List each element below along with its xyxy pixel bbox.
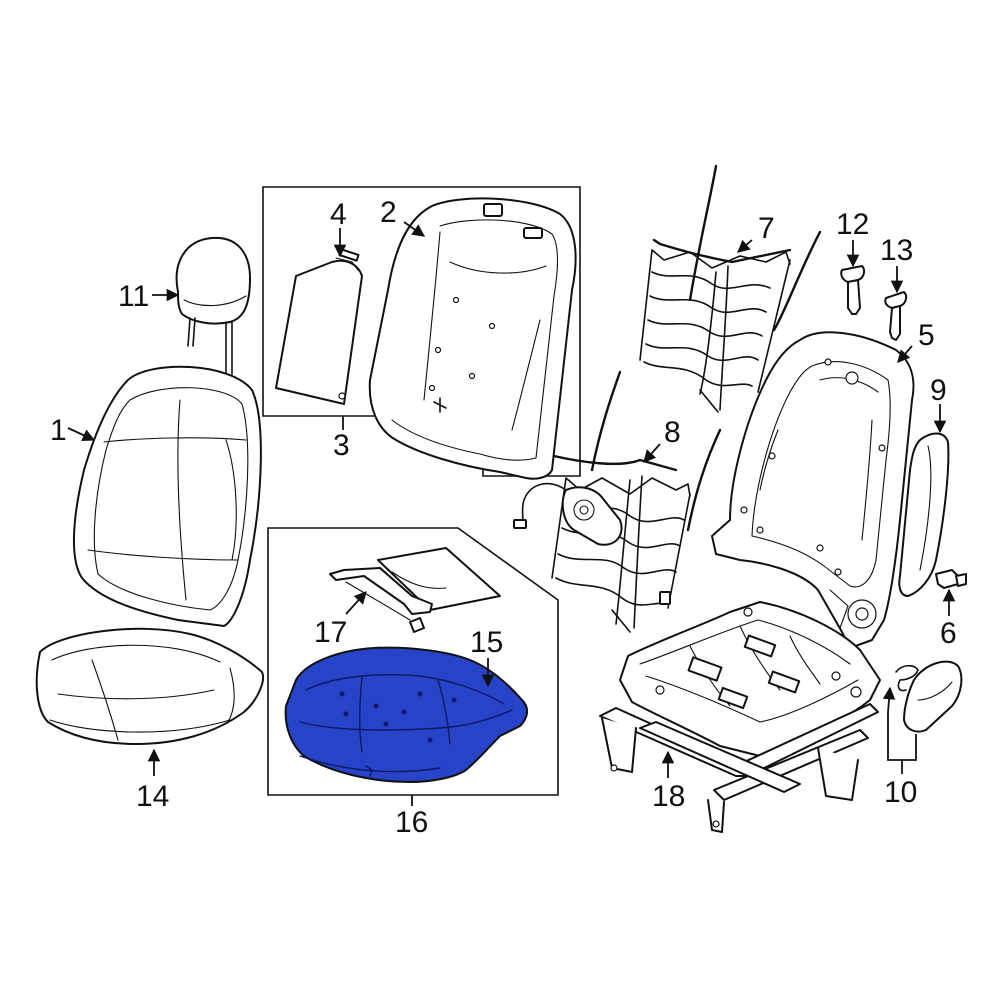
- seat-cushion-pad-highlighted[interactable]: [284, 646, 528, 783]
- leader-10a: [882, 686, 896, 713]
- group-box-16: [267, 527, 559, 796]
- upper-suspension-mat[interactable]: [639, 164, 822, 413]
- leader-17: [345, 591, 367, 615]
- leader-5: [897, 345, 913, 363]
- callout-2: 2: [380, 196, 397, 229]
- lower-suspension-mat[interactable]: [513, 370, 722, 633]
- side-cover-clip[interactable]: [895, 660, 963, 733]
- occupant-sensor-mat[interactable]: [329, 547, 501, 633]
- leader-7: [737, 239, 753, 253]
- callout-17: 17: [314, 616, 347, 649]
- pin-fastener-2[interactable]: [884, 291, 908, 341]
- callout-11: 11: [118, 280, 149, 313]
- back-pad-panel[interactable]: [275, 248, 363, 405]
- callout-12: 12: [836, 208, 869, 241]
- callout-18: 18: [652, 780, 685, 813]
- callout-3: 3: [333, 429, 350, 462]
- callout-5: 5: [918, 319, 935, 352]
- seat-track-frame[interactable]: [599, 601, 881, 833]
- leader-1: [67, 427, 96, 441]
- callout-10: 10: [884, 776, 917, 809]
- callout-15: 15: [470, 626, 503, 659]
- callout-6: 6: [940, 617, 957, 650]
- bolt[interactable]: [935, 569, 967, 589]
- seat-back-assembly[interactable]: [72, 365, 262, 627]
- callout-16: 16: [395, 806, 428, 839]
- callout-8: 8: [664, 416, 681, 449]
- leader-10: [887, 712, 917, 774]
- headrest[interactable]: [175, 236, 251, 375]
- side-trim-panel[interactable]: [898, 432, 950, 597]
- group-box-3: [262, 186, 581, 477]
- callout-14: 14: [136, 780, 169, 813]
- leader-2: [403, 221, 426, 237]
- seat-back-frame[interactable]: [711, 331, 915, 649]
- pin-fastener[interactable]: [840, 265, 866, 315]
- callout-4: 4: [330, 198, 347, 231]
- seat-cushion-assembly[interactable]: [35, 627, 264, 745]
- callout-1: 1: [50, 414, 67, 447]
- seat-back-cover[interactable]: [368, 197, 577, 480]
- callout-7: 7: [758, 212, 775, 245]
- callout-9: 9: [930, 374, 947, 407]
- callout-13: 13: [880, 234, 913, 267]
- leader-8: [643, 443, 661, 463]
